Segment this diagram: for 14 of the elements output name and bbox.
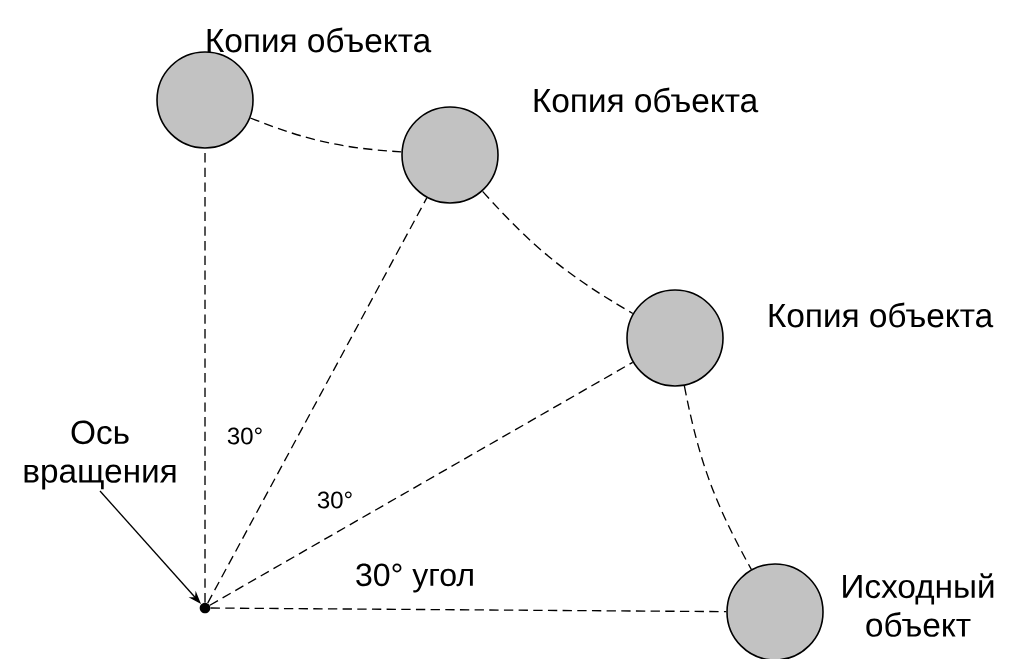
radius-line [209,607,727,613]
arc-line [249,117,402,153]
radius-line [207,197,428,604]
arc-line [481,190,634,315]
arc-line [683,385,752,570]
radius-line [209,361,634,606]
angle-label: 30° [315,490,355,510]
object-label: Копия объекта [207,27,432,53]
object-label: Копия объекта [769,302,994,328]
object-label: Ось вращения [24,420,176,490]
angle-label: 30° [225,426,265,446]
object-label: Исходный объект [843,573,994,637]
angle-label: 30° угол [353,562,477,594]
object-label: Копия объекта [534,87,759,113]
